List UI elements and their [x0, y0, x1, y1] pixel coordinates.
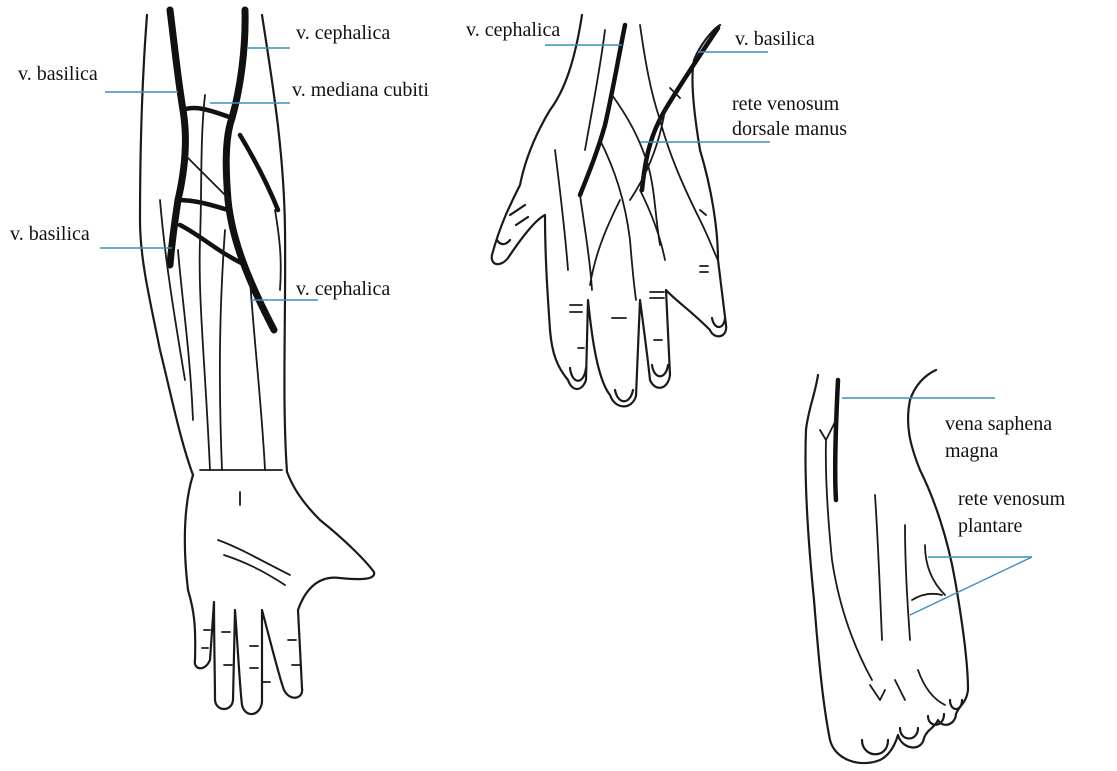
hand-outline	[492, 15, 726, 406]
arm-drawing	[140, 10, 374, 714]
label-arm-mediana-cubiti: v. mediana cubiti	[292, 79, 429, 101]
label-hand-rete-line2: dorsale manus	[732, 118, 847, 140]
arm-outline-right	[262, 15, 287, 472]
label-hand-basilica: v. basilica	[735, 28, 815, 50]
arm-thin-veins	[160, 95, 281, 470]
label-arm-cephalica-top: v. cephalica	[296, 22, 390, 44]
label-foot-rete-line1: rete venosum	[958, 488, 1066, 510]
arm-median-cubital-vein	[183, 108, 232, 118]
arm-lateral-branch	[240, 135, 278, 210]
label-hand-cephalica: v. cephalica	[466, 19, 560, 41]
label-foot-rete-line2: plantare	[958, 515, 1023, 537]
palm-crease-2	[224, 555, 285, 585]
arm-outline-left	[140, 15, 193, 475]
label-arm-basilica-top: v. basilica	[18, 63, 98, 85]
leader-lines	[100, 45, 1032, 615]
hand-drawing	[492, 15, 726, 406]
label-hand-rete-line1: rete venosum	[732, 93, 840, 115]
palm-outline	[185, 472, 374, 714]
finger-creases	[202, 630, 300, 682]
foot-veins	[820, 420, 945, 705]
label-arm-basilica-low: v. basilica	[10, 223, 90, 245]
label-foot-saphena-line1: vena saphena	[945, 413, 1052, 435]
foot-saphena-vein	[835, 380, 838, 500]
label-foot-saphena-line2: magna	[945, 440, 998, 462]
label-arm-cephalica-low: v. cephalica	[296, 278, 390, 300]
foot-drawing	[805, 370, 968, 763]
foot-toes	[862, 700, 962, 754]
